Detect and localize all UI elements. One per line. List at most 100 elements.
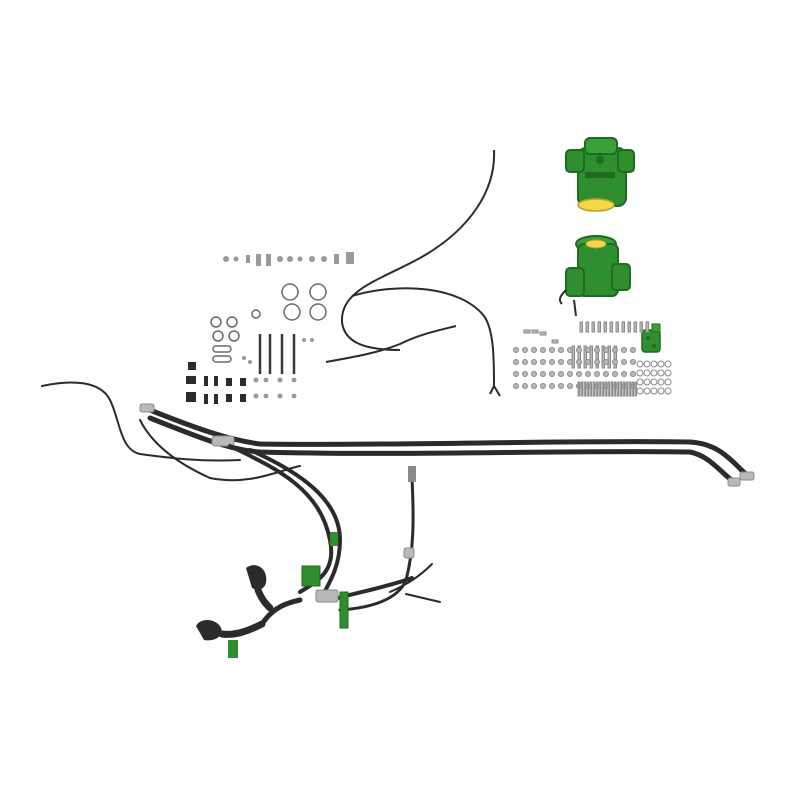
o-ring bbox=[657, 369, 665, 377]
washer bbox=[567, 347, 573, 353]
screw bbox=[619, 381, 622, 397]
screw bbox=[604, 381, 607, 397]
washer bbox=[612, 347, 618, 353]
long-bolt bbox=[583, 345, 587, 369]
washer bbox=[549, 347, 555, 353]
washer bbox=[531, 347, 537, 353]
o-ring bbox=[650, 387, 658, 395]
screw bbox=[577, 381, 580, 397]
pin bbox=[523, 329, 531, 334]
long-bolt bbox=[595, 345, 599, 369]
bolt bbox=[633, 321, 637, 333]
washer bbox=[531, 359, 537, 365]
washer bbox=[567, 359, 573, 365]
long-bolt bbox=[607, 345, 611, 369]
washer bbox=[585, 347, 591, 353]
o-ring bbox=[664, 378, 672, 386]
bolt bbox=[609, 321, 613, 333]
washer bbox=[594, 347, 600, 353]
washer bbox=[513, 359, 519, 365]
bolt bbox=[597, 321, 601, 333]
washer bbox=[567, 371, 573, 377]
washer bbox=[630, 359, 636, 365]
washer bbox=[513, 383, 519, 389]
bolt bbox=[621, 321, 625, 333]
washer bbox=[522, 383, 528, 389]
washer bbox=[567, 383, 573, 389]
long-bolt bbox=[571, 345, 575, 369]
screw bbox=[607, 381, 610, 397]
upper-gearbox bbox=[565, 137, 635, 212]
o-ring bbox=[664, 369, 672, 377]
bolt bbox=[579, 321, 583, 333]
long-bolt bbox=[577, 345, 581, 369]
washer bbox=[612, 371, 618, 377]
screw bbox=[631, 381, 634, 397]
o-ring bbox=[664, 360, 672, 368]
washer bbox=[531, 371, 537, 377]
screw bbox=[601, 381, 604, 397]
washer bbox=[603, 371, 609, 377]
washer bbox=[540, 383, 546, 389]
washer bbox=[513, 347, 519, 353]
washer bbox=[558, 371, 564, 377]
control-valve bbox=[641, 323, 661, 353]
screw bbox=[598, 381, 601, 397]
washer bbox=[585, 359, 591, 365]
washer bbox=[522, 371, 528, 377]
long-bolt bbox=[589, 345, 593, 369]
small-fittings-top bbox=[223, 252, 354, 266]
screw bbox=[592, 381, 595, 397]
washer bbox=[621, 359, 627, 365]
washer bbox=[558, 383, 564, 389]
washer bbox=[612, 359, 618, 365]
pin bbox=[539, 331, 547, 336]
screw bbox=[580, 381, 583, 397]
washer bbox=[513, 371, 519, 377]
hose-end-fittings bbox=[139, 403, 755, 487]
threaded-rods bbox=[258, 334, 296, 374]
bolt bbox=[627, 321, 631, 333]
hardware-kit-right bbox=[513, 321, 672, 397]
washer bbox=[558, 347, 564, 353]
o-ring bbox=[664, 387, 672, 395]
bolt bbox=[639, 321, 643, 333]
screw bbox=[616, 381, 619, 397]
brackets bbox=[186, 362, 246, 404]
long-bolt bbox=[613, 345, 617, 369]
o-ring bbox=[636, 369, 644, 377]
o-ring bbox=[643, 378, 651, 386]
o-ring bbox=[636, 360, 644, 368]
pin bbox=[551, 339, 559, 344]
washer bbox=[594, 359, 600, 365]
bolt bbox=[645, 321, 649, 333]
harness-assembly bbox=[41, 381, 441, 638]
screw bbox=[613, 381, 616, 397]
o-ring bbox=[657, 387, 665, 395]
washer bbox=[549, 371, 555, 377]
hose-clamps bbox=[210, 283, 327, 363]
o-ring bbox=[643, 387, 651, 395]
o-ring bbox=[643, 360, 651, 368]
washer bbox=[540, 347, 546, 353]
bolt bbox=[603, 321, 607, 333]
o-ring bbox=[650, 378, 658, 386]
bolt bbox=[591, 321, 595, 333]
screw bbox=[634, 381, 637, 397]
washer bbox=[603, 347, 609, 353]
o-ring bbox=[657, 378, 665, 386]
washer bbox=[522, 359, 528, 365]
washer bbox=[594, 371, 600, 377]
small-hydraulic-lines bbox=[325, 149, 501, 397]
washer bbox=[576, 347, 582, 353]
washer bbox=[522, 347, 528, 353]
screw bbox=[610, 381, 613, 397]
washer bbox=[540, 359, 546, 365]
washer bbox=[603, 359, 609, 365]
o-ring bbox=[650, 360, 658, 368]
o-ring bbox=[657, 360, 665, 368]
screw bbox=[586, 381, 589, 397]
